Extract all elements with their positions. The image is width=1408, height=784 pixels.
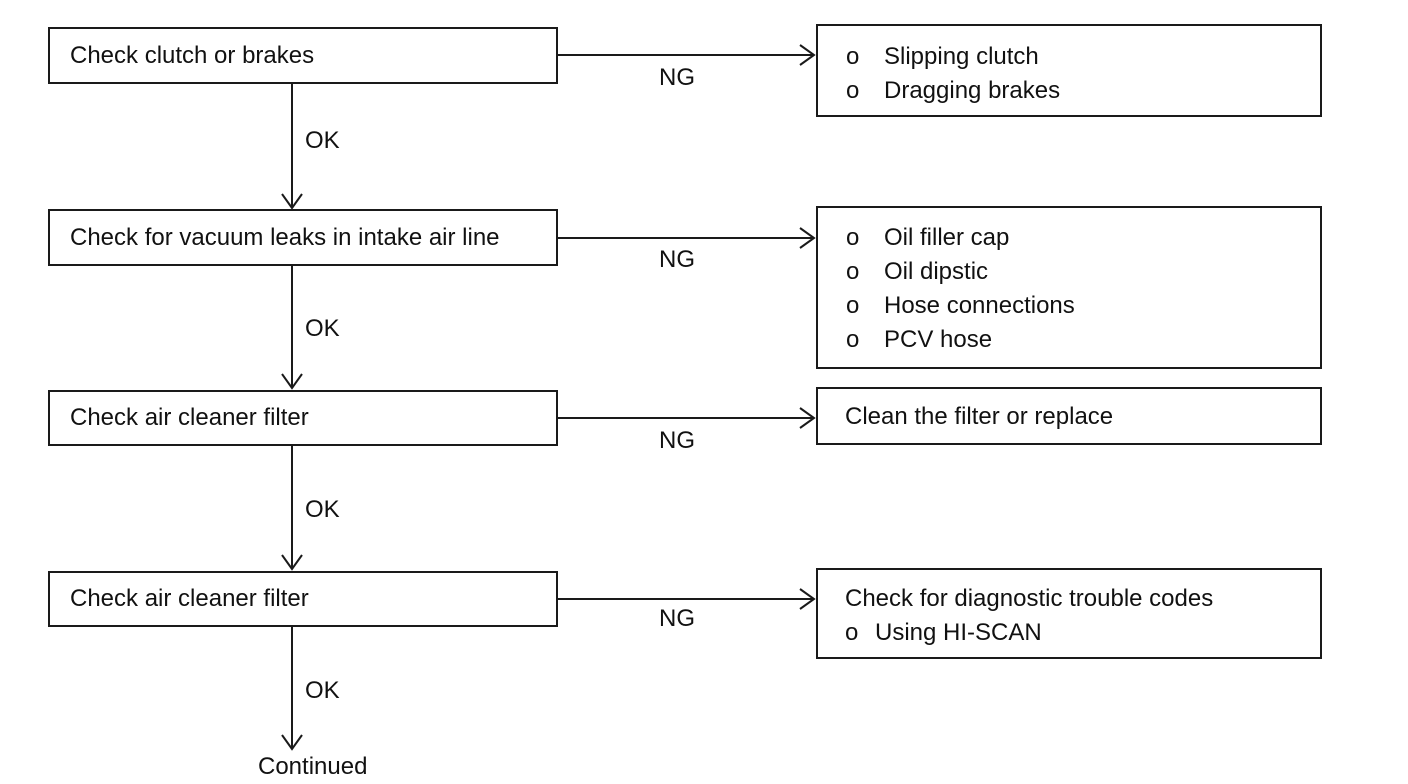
result-heading: Check for diagnostic trouble codes	[845, 585, 1214, 612]
result-box-diagnostic-codes: Check for diagnostic trouble codes o Usin…	[816, 568, 1322, 659]
result-heading: Clean the filter or replace	[845, 403, 1114, 430]
step-title: Check for vacuum leaks in intake air lin…	[70, 223, 500, 251]
bullet-marker: o	[846, 326, 860, 353]
ok-arrowhead-1	[281, 193, 303, 210]
result-item-text: Slipping clutch	[884, 43, 1039, 70]
result-item: o Slipping clutch	[846, 40, 1320, 74]
result-item: o Using HI-SCAN	[845, 616, 1320, 650]
step-title: Check clutch or brakes	[70, 41, 315, 69]
bullet-marker: o	[846, 258, 860, 285]
bullet-marker: o	[846, 292, 860, 319]
ng-arrowhead-3	[799, 407, 816, 429]
ng-arrowhead-4	[799, 588, 816, 610]
result-item: o Dragging brakes	[846, 74, 1320, 108]
ng-label: NG	[659, 605, 695, 632]
result-item-text: Hose connections	[884, 292, 1075, 319]
result-item-text: PCV hose	[884, 326, 993, 353]
step-title: Check air cleaner filter	[70, 404, 309, 431]
bullet-marker: o	[846, 43, 860, 70]
ok-arrowhead-2	[281, 373, 303, 390]
result-item: o Oil filler cap	[846, 221, 1320, 255]
ok-label: OK	[305, 496, 340, 523]
ok-arrowhead-3	[281, 554, 303, 571]
ng-arrowhead-2	[799, 227, 816, 249]
bullet-marker: o	[846, 77, 860, 104]
ok-label: OK	[305, 677, 340, 704]
step-box-vacuum-leaks: Check for vacuum leaks in intake air lin…	[48, 209, 558, 266]
step-box-clutch-brakes: Check clutch or brakes	[48, 27, 558, 84]
result-item: o Oil dipstic	[846, 255, 1320, 289]
step-title: Check air cleaner filter	[70, 585, 309, 612]
result-item-text: Using HI-SCAN	[875, 619, 1042, 646]
bullet-marker: o	[846, 224, 860, 251]
step-box-air-cleaner-2: Check air cleaner filter	[48, 571, 558, 627]
bullet-marker: o	[845, 619, 859, 646]
result-item-text: Dragging brakes	[884, 77, 1061, 104]
result-item: o PCV hose	[846, 323, 1320, 357]
result-box-clean-filter: Clean the filter or replace	[816, 387, 1322, 445]
ng-label: NG	[659, 64, 695, 91]
result-item-text: Oil dipstic	[884, 258, 989, 285]
continued-label: Continued	[258, 753, 368, 780]
ok-label: OK	[305, 127, 340, 154]
result-item-text: Oil filler cap	[884, 224, 1010, 251]
ok-label: OK	[305, 315, 340, 342]
ng-label: NG	[659, 427, 695, 454]
step-box-air-cleaner: Check air cleaner filter	[48, 390, 558, 446]
ok-arrowhead-4	[281, 734, 303, 751]
result-item: o Hose connections	[846, 289, 1320, 323]
ng-label: NG	[659, 246, 695, 273]
ng-arrowhead-1	[799, 44, 816, 66]
